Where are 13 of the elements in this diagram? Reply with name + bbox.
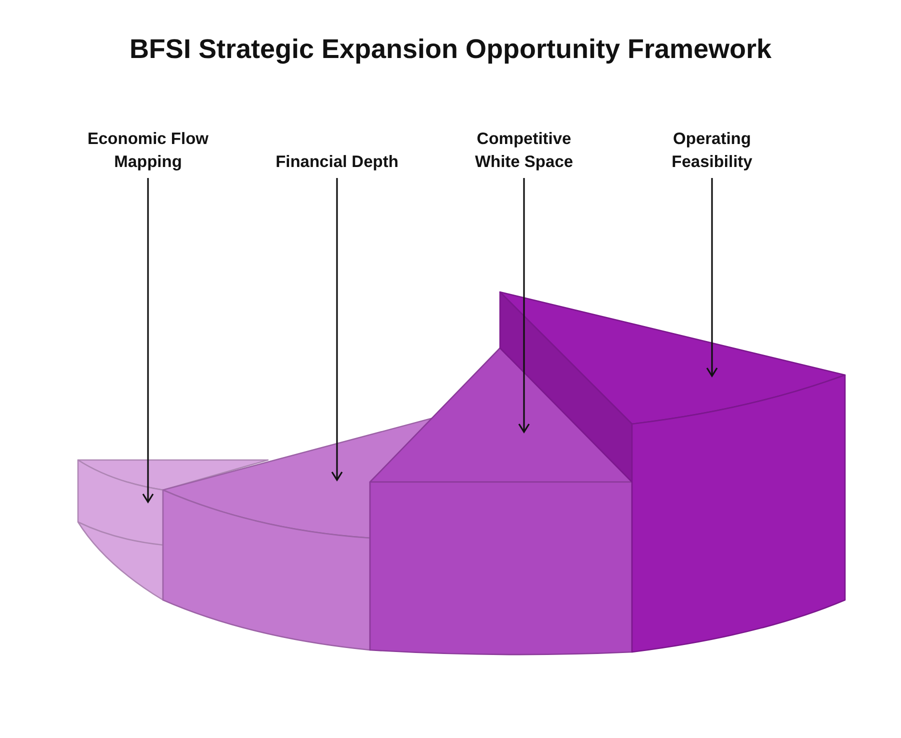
segment-label: Operating Feasibility	[670, 129, 754, 173]
pie-wedge-3d	[499, 291, 846, 653]
pie-wedge-3d	[77, 459, 269, 601]
segment-label: Financial Depth	[274, 152, 400, 173]
leader-arrow	[142, 178, 154, 503]
leader-arrow	[331, 178, 343, 481]
segment-label: Economic Flow Mapping	[86, 129, 210, 173]
diagram-title: BFSI Strategic Expansion Opportunity Framework	[128, 34, 773, 65]
leader-arrow	[518, 178, 530, 433]
segment-label: Competitive White Space	[474, 129, 574, 173]
pie-wedge-3d	[369, 347, 633, 656]
leader-arrow	[706, 178, 718, 377]
pie-wedge-3d	[162, 417, 434, 651]
